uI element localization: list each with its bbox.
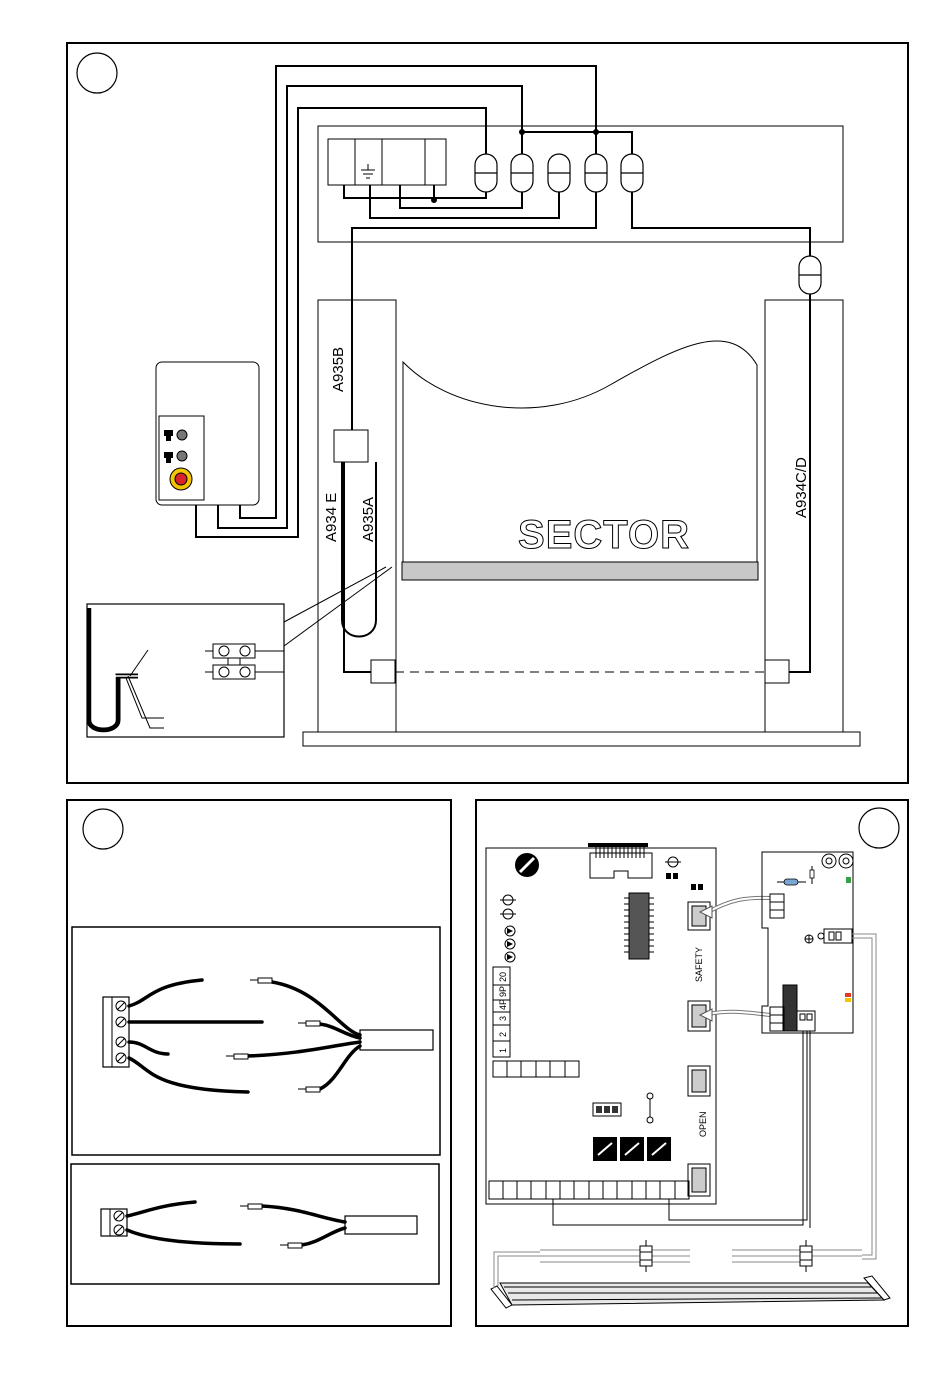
bottom-connector [688,1164,710,1196]
figure-2-cable-connections [67,800,451,1326]
safety-connector-label: SAFETY [694,947,704,982]
dip-label-4p: 4P [498,999,508,1010]
board-relay [770,985,797,1031]
jumper-icon [647,1093,653,1123]
safety-edge-profile [491,1240,890,1308]
board-screw-icon [515,853,539,877]
earth-screw-icon [805,935,813,943]
cable-label-a935b: A935B [330,347,347,392]
dip-selector-strip: 1 2 3 4P 9P 20 [493,967,510,1057]
figure-3-number-circle [859,808,899,848]
dip-label-2: 2 [498,1032,508,1037]
microcontroller-chip [624,893,654,959]
figure-3-board-wiring: 1 2 3 4P 9P 20 [476,800,908,1326]
junction-box [318,126,843,242]
fuse-icon [665,857,681,879]
two-pole-terminal-icon [101,1209,127,1236]
open-connector [688,1066,710,1096]
figure-1-gate-wiring: SECTOR A935B A934 E A935A A934C/D [67,43,908,783]
right-receiver [765,660,789,683]
spiral-cable-box [334,430,368,462]
cable-label-a934cd: A934C/D [793,457,810,518]
dip-label-20: 20 [498,972,508,982]
dip-label-9p: 9P [498,986,508,997]
resistor-icon [777,879,806,885]
open-connector-label: OPEN [698,1111,708,1137]
connector-plug-left [640,1240,652,1272]
sensor-cable-4wire [226,978,433,1092]
left-transmitter [371,660,395,683]
dip-switch-icon [593,1103,621,1116]
earth-icon [361,164,375,178]
terminal-strip [489,1181,689,1199]
figure-1-number-circle [77,53,117,93]
sensor-cable-2wire [240,1204,417,1248]
potentiometers [593,1137,671,1161]
board-led-green [846,877,851,883]
gate-title: SECTOR [518,513,690,557]
edge-terminal [818,929,852,943]
board-led-red [845,993,851,997]
cable-label-a934e: A934 E [323,493,340,542]
ground-base [303,732,860,746]
edge-detail-inset [87,567,392,737]
connector-plug-right [800,1240,812,1272]
stop-button-icon [175,473,187,485]
control-station [156,362,259,505]
figure-3-frame [476,800,908,1326]
board-output-terminal [797,1011,815,1031]
dip-label-1: 1 [498,1048,508,1053]
terminal-block [328,139,446,185]
diode-icon [810,866,814,884]
led-row [493,1061,579,1077]
cable-glands [475,154,821,294]
dip-label-3: 3 [498,1016,508,1021]
safety-edge-bar [402,562,758,580]
board-trimmers [500,895,516,962]
four-pole-terminal-icon [103,997,129,1067]
safety-edge-board [762,852,853,1033]
cable-label-a935a: A935A [360,497,377,542]
figure-2-number-circle [83,809,123,849]
board-header-pins [770,894,784,918]
safety-connector-upper [688,902,710,930]
